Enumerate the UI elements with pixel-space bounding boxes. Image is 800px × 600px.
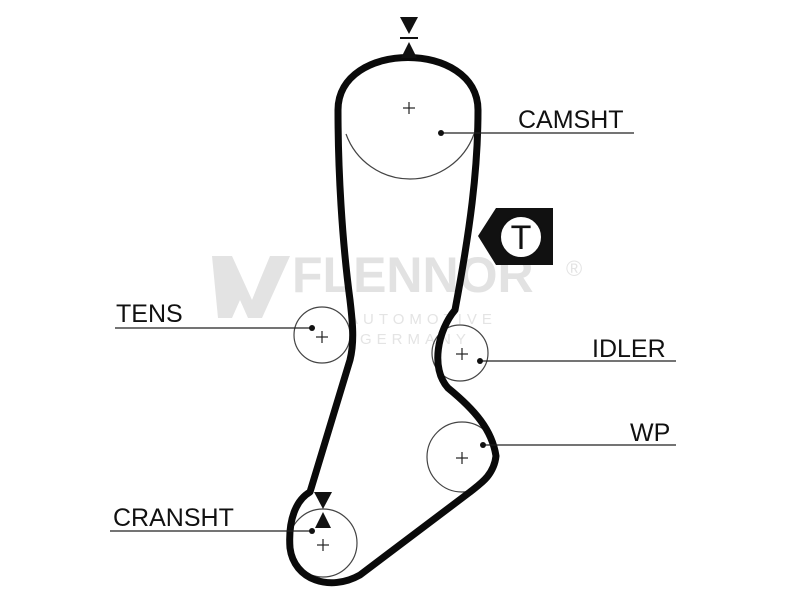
tension-symbol-icon: T xyxy=(478,208,553,265)
idler-label: IDLER xyxy=(592,335,666,363)
crankshaft-label: CRANSHT xyxy=(113,504,234,532)
idler-leader-dot xyxy=(477,358,483,364)
camshaft-timing-mark xyxy=(400,17,418,58)
tensioner-center-mark xyxy=(316,331,328,343)
timing-belt xyxy=(286,54,500,587)
tensioner-label: TENS xyxy=(116,300,183,328)
watermark-logo-mark xyxy=(212,256,290,318)
crankshaft-leader-dot xyxy=(309,528,315,534)
idler-pulley xyxy=(431,324,489,382)
watermark-line1: AUTOMOTIVE xyxy=(348,311,497,328)
camshaft-leader-dot xyxy=(438,130,444,136)
water-pump-center-mark xyxy=(456,452,468,464)
crankshaft-center-mark xyxy=(317,539,329,551)
tensioner-leader-dot xyxy=(309,325,315,331)
water-pump-label: WP xyxy=(630,419,670,447)
camshaft-center-mark xyxy=(403,102,415,114)
crankshaft-timing-mark xyxy=(314,492,332,528)
watermark-registered: ® xyxy=(566,256,582,281)
camshaft-label: CAMSHT xyxy=(518,106,624,134)
watermark-line2: GERMANY xyxy=(360,331,471,348)
tension-symbol-letter: T xyxy=(511,219,532,257)
camshaft-pulley xyxy=(345,133,475,180)
idler-center-mark xyxy=(456,348,468,360)
water-pump-leader-dot xyxy=(480,442,486,448)
